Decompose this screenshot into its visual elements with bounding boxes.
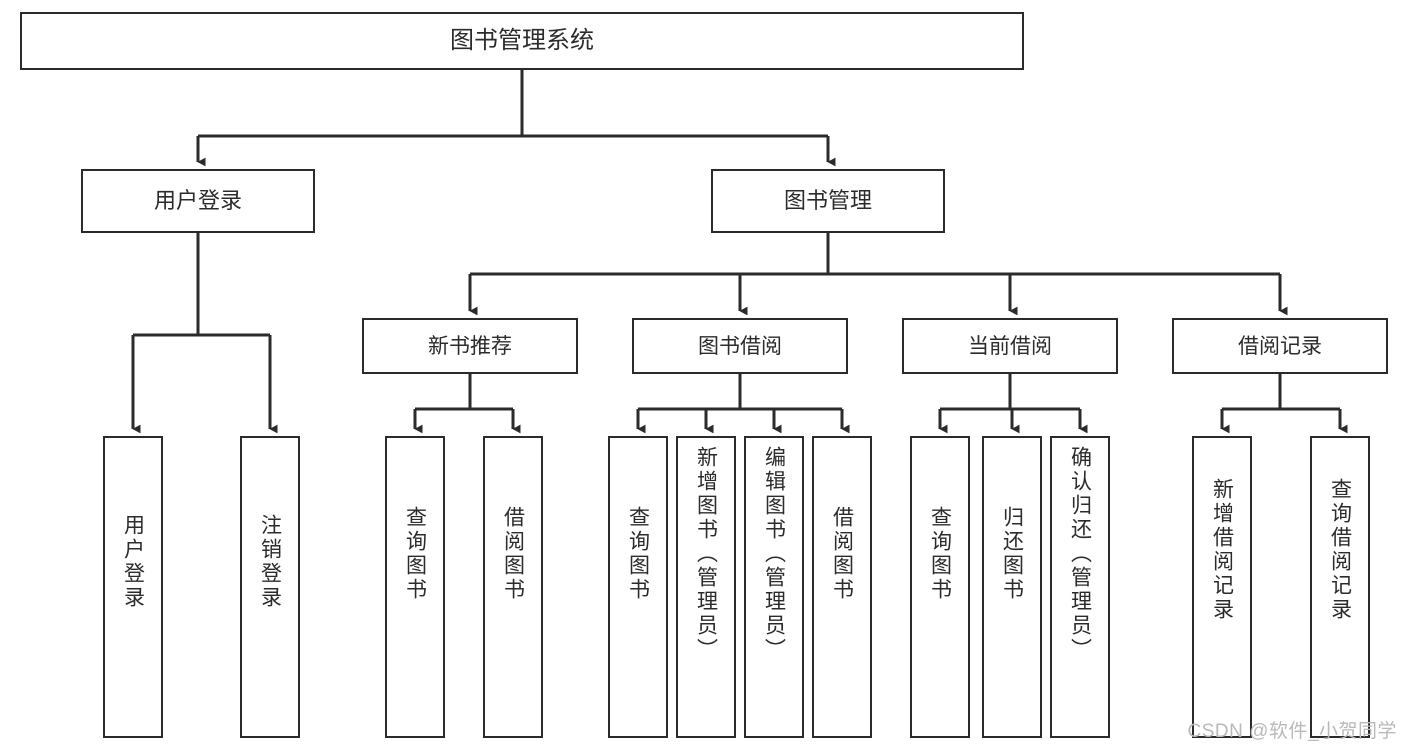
leaf-borrow-book-1-label: 借阅图书 bbox=[501, 506, 525, 602]
node-root-label: 图书管理系统 bbox=[450, 27, 594, 54]
leaf-query-book-3-label: 查询图书 bbox=[928, 506, 952, 602]
leaf-query-book-3[interactable]: 查询图书 bbox=[910, 436, 970, 738]
node-book-manage-label: 图书管理 bbox=[783, 188, 872, 213]
node-user-login-label: 用户登录 bbox=[153, 188, 242, 213]
leaf-query-borrow-record[interactable]: 查询借阅记录 bbox=[1310, 436, 1370, 738]
leaf-return-book-label: 归还图书 bbox=[1000, 506, 1024, 602]
csdn-watermark: CSDN @软件_小贺同学 bbox=[1187, 721, 1397, 742]
leaf-add-borrow-record[interactable]: 新增借阅记录 bbox=[1192, 436, 1252, 738]
leaf-return-book[interactable]: 归还图书 bbox=[982, 436, 1042, 738]
leaf-user-login[interactable]: 用户登录 bbox=[103, 436, 163, 738]
node-borrow-record[interactable]: 借阅记录 bbox=[1172, 318, 1388, 374]
node-new-book-recommend-label: 新书推荐 bbox=[428, 334, 512, 358]
leaf-confirm-return-admin[interactable]: 确认归还（管理员） bbox=[1050, 436, 1110, 738]
leaf-borrow-book-2[interactable]: 借阅图书 bbox=[812, 436, 872, 738]
leaf-borrow-book-1[interactable]: 借阅图书 bbox=[483, 436, 543, 738]
node-root[interactable]: 图书管理系统 bbox=[20, 12, 1024, 70]
leaf-query-borrow-record-label: 查询借阅记录 bbox=[1328, 478, 1352, 622]
node-new-book-recommend[interactable]: 新书推荐 bbox=[362, 318, 578, 374]
leaf-add-book-admin-label: 新增图书（管理员） bbox=[694, 446, 718, 662]
leaf-add-book-admin[interactable]: 新增图书（管理员） bbox=[676, 436, 736, 738]
leaf-query-book-1[interactable]: 查询图书 bbox=[385, 436, 445, 738]
leaf-edit-book-admin[interactable]: 编辑图书（管理员） bbox=[744, 436, 804, 738]
leaf-query-book-1-label: 查询图书 bbox=[403, 506, 427, 602]
leaf-logout[interactable]: 注销登录 bbox=[240, 436, 300, 738]
leaf-logout-label: 注销登录 bbox=[258, 514, 282, 610]
node-current-borrow[interactable]: 当前借阅 bbox=[902, 318, 1118, 374]
node-user-login[interactable]: 用户登录 bbox=[81, 169, 315, 233]
leaf-confirm-return-admin-label: 确认归还（管理员） bbox=[1068, 446, 1092, 662]
leaf-borrow-book-2-label: 借阅图书 bbox=[830, 506, 854, 602]
leaf-user-login-label: 用户登录 bbox=[121, 514, 145, 610]
leaf-edit-book-admin-label: 编辑图书（管理员） bbox=[762, 446, 786, 662]
node-book-borrow[interactable]: 图书借阅 bbox=[632, 318, 848, 374]
node-book-borrow-label: 图书借阅 bbox=[698, 334, 782, 358]
node-borrow-record-label: 借阅记录 bbox=[1238, 334, 1322, 358]
leaf-query-book-2-label: 查询图书 bbox=[626, 506, 650, 602]
leaf-add-borrow-record-label: 新增借阅记录 bbox=[1210, 478, 1234, 622]
leaf-query-book-2[interactable]: 查询图书 bbox=[608, 436, 668, 738]
node-book-manage[interactable]: 图书管理 bbox=[711, 169, 945, 233]
node-current-borrow-label: 当前借阅 bbox=[968, 334, 1052, 358]
